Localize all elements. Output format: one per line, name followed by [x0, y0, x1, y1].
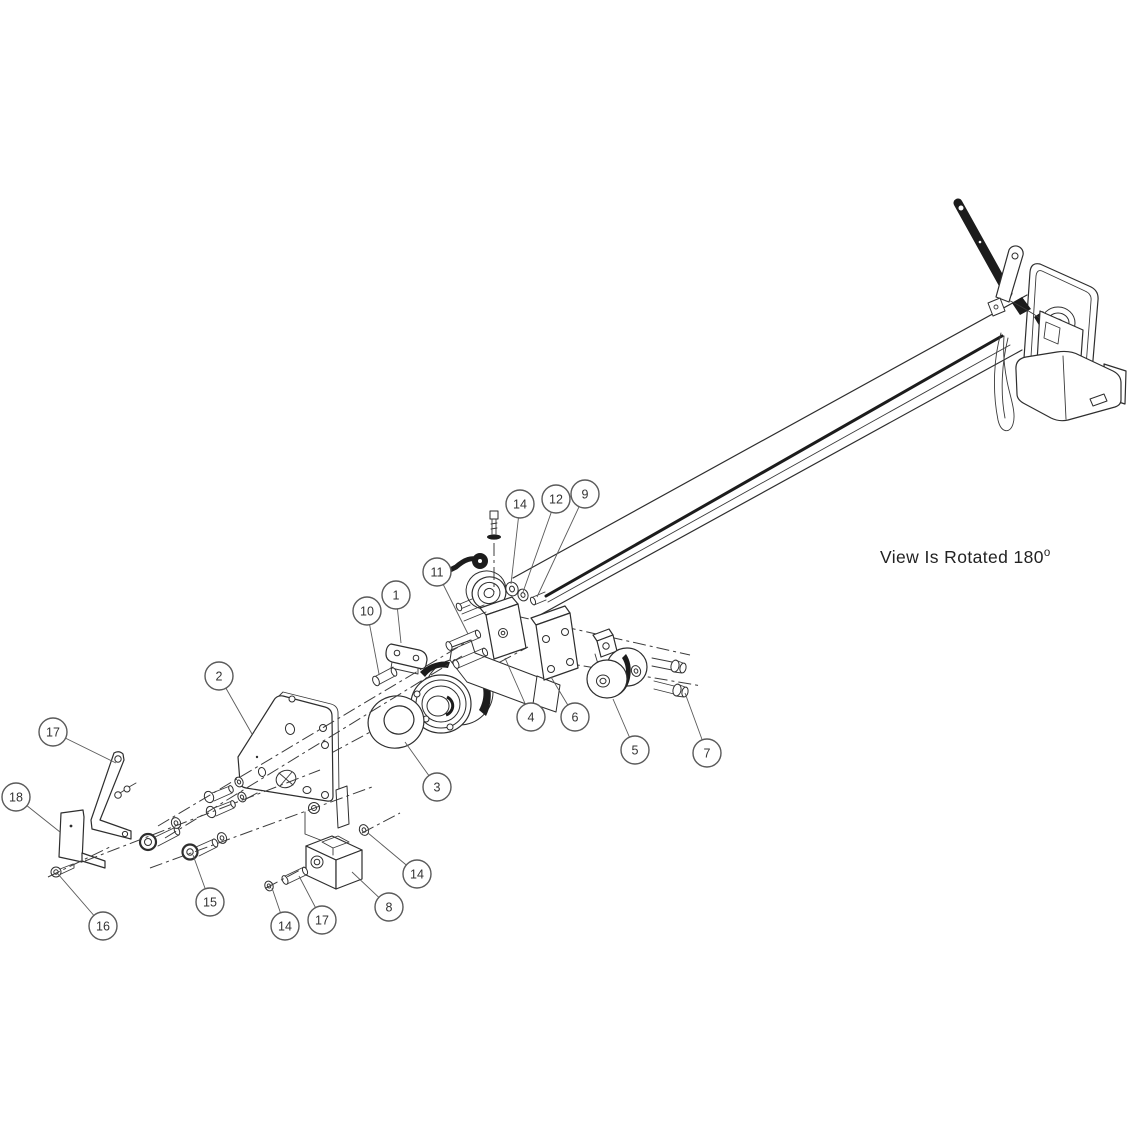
bracket-18: [58, 809, 85, 863]
balloon-16: 16: [57, 873, 118, 941]
washer-12: [517, 588, 529, 602]
svg-text:5: 5: [632, 744, 639, 758]
svg-text:17: 17: [46, 726, 60, 740]
svg-text:12: 12: [549, 493, 563, 507]
svg-text:11: 11: [431, 566, 444, 580]
clevis-pin: [281, 866, 309, 885]
svg-text:9: 9: [582, 488, 589, 502]
mounting-plate: [237, 691, 350, 846]
balloon-17: 17: [38, 717, 117, 764]
svg-text:14: 14: [513, 498, 527, 512]
balloon-12: 12: [522, 484, 571, 593]
washer-c: [234, 776, 244, 788]
balloon-5: 5: [612, 698, 650, 765]
clamp-1: [385, 643, 428, 675]
pulley-shaft: [455, 598, 473, 612]
svg-text:10: 10: [360, 605, 374, 619]
balloon-6: 6: [550, 676, 590, 732]
svg-text:18: 18: [9, 791, 23, 805]
washer-roller: [630, 665, 642, 677]
balloon-10: 10: [352, 596, 382, 675]
balloon-14: 14: [367, 832, 432, 889]
washer-a: [170, 817, 182, 829]
pins-11: [445, 629, 489, 669]
cable-end-9: [529, 591, 547, 606]
svg-text:16: 16: [96, 920, 110, 934]
svg-text:6: 6: [572, 711, 579, 725]
bolts-7: [651, 657, 689, 698]
view-note: View Is Rotated 180o: [880, 547, 1051, 567]
link-arm: [995, 245, 1024, 303]
fastener-cluster: [138, 776, 247, 861]
svg-text:14: 14: [410, 868, 424, 882]
washer-d: [237, 791, 247, 803]
svg-text:17: 17: [315, 914, 329, 928]
pulley-assembly: [443, 510, 689, 713]
cap-screw-c: [203, 785, 234, 804]
spacer-ring-3: [367, 695, 425, 749]
pin-10: [372, 666, 398, 687]
balloon-4: 4: [504, 657, 546, 732]
motor-body: [1015, 350, 1122, 422]
clevis-block: [264, 824, 370, 892]
boom-tube: [512, 294, 1028, 616]
balloon-18: 18: [1, 782, 61, 833]
svg-text:2: 2: [216, 670, 223, 684]
bracket-block-4: [461, 596, 527, 660]
balloon-2: 2: [204, 661, 253, 735]
svg-text:3: 3: [434, 781, 441, 795]
tension-lever: [953, 198, 1013, 298]
balloon-7: 7: [684, 692, 722, 768]
balloon-11: 11: [422, 557, 469, 635]
balloon-9: 9: [536, 479, 600, 598]
guide-block: [592, 628, 618, 670]
balloon-17: 17: [298, 875, 337, 935]
socket-bolt-15: [138, 826, 181, 852]
balloon-14: 14: [505, 489, 535, 585]
svg-text:7: 7: [704, 747, 711, 761]
motor-assembly: [953, 198, 1127, 432]
socket-bolt-b: [181, 838, 219, 861]
svg-text:8: 8: [386, 901, 393, 915]
svg-text:1: 1: [393, 589, 400, 603]
balloon-14: 14: [270, 887, 300, 941]
washer-14-top: [505, 581, 519, 597]
centerlines-front: [47, 543, 495, 889]
svg-text:4: 4: [528, 711, 535, 725]
svg-text:15: 15: [203, 896, 217, 910]
svg-text:14: 14: [278, 920, 292, 934]
balloon-3: 3: [404, 741, 452, 802]
plate-6: [530, 605, 579, 681]
balloon-8: 8: [351, 871, 404, 922]
vertical-screw: [487, 510, 501, 540]
hose-loop: [993, 332, 1015, 432]
balloon-1: 1: [381, 580, 411, 644]
lever-17: [90, 751, 132, 840]
balloon-15: 15: [192, 854, 225, 917]
small-screws: [114, 782, 137, 799]
